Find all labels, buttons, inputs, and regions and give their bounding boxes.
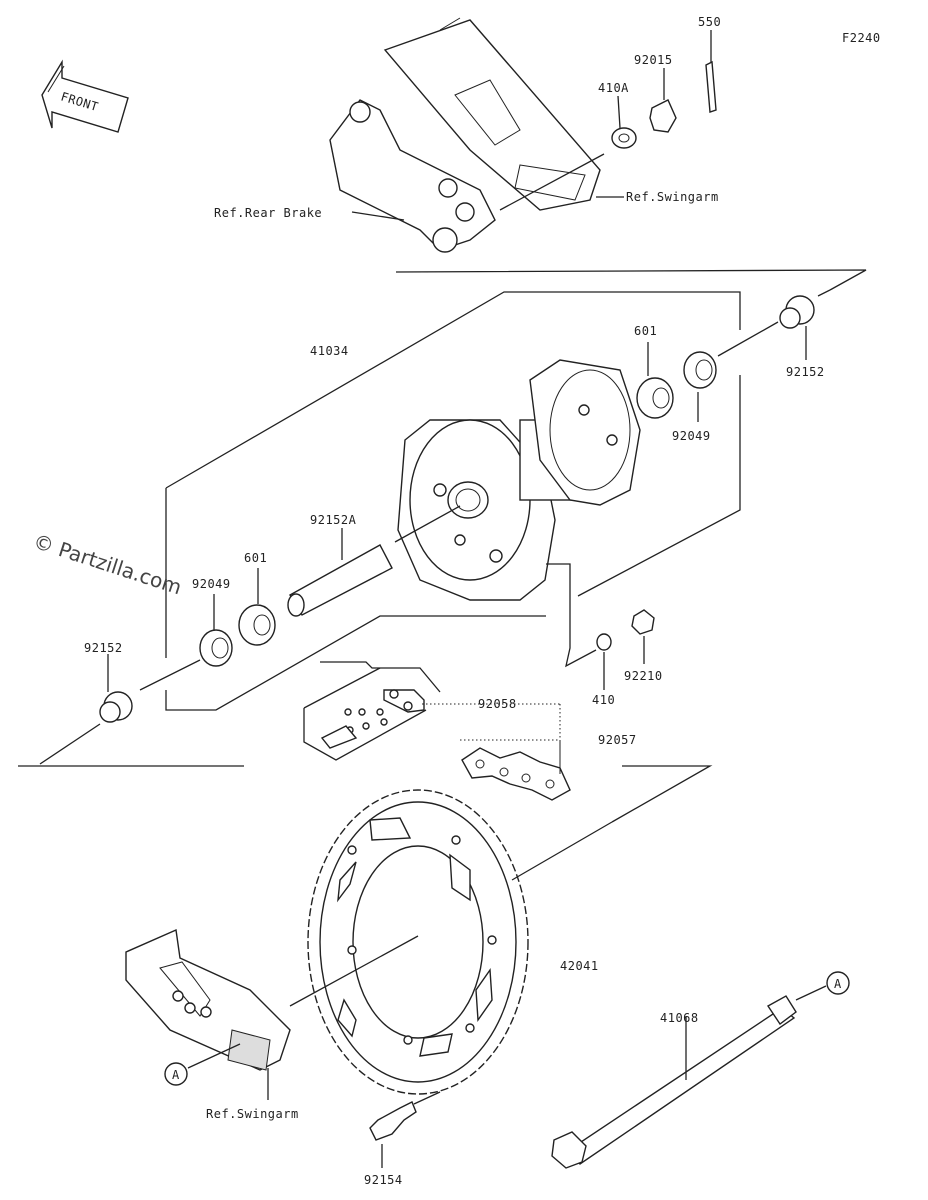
bearing-601-left-icon <box>238 568 276 646</box>
chain-joint-box <box>303 661 441 761</box>
chain-92057-icon <box>461 747 571 801</box>
axle-41068-drawing <box>551 985 827 1169</box>
callout-A-left: A <box>164 1043 241 1086</box>
seal-92049-right-icon <box>683 351 717 422</box>
nut-92015-icon <box>649 68 677 133</box>
label-601-left: 601 <box>244 551 267 565</box>
figure-code: F2240 <box>842 31 881 45</box>
svg-text:A: A <box>834 977 842 991</box>
label-41068: 41068 <box>660 1011 699 1025</box>
bolt-92154-icon <box>369 1091 441 1168</box>
label-ref-swingarm-top: Ref.Swingarm <box>626 190 719 204</box>
label-92049-left: 92049 <box>192 577 231 591</box>
label-92210: 92210 <box>624 669 663 683</box>
washer-410-icon <box>596 633 612 690</box>
swingarm-top-drawing <box>383 17 601 211</box>
bearing-601-right-icon <box>636 342 674 419</box>
chain-master-link-92058-icon <box>320 689 425 749</box>
collar-92152-right-icon <box>779 295 815 360</box>
nut-92210-icon <box>631 609 655 664</box>
front-arrow-icon: FRONT <box>41 59 129 133</box>
watermark: © Partzilla.com <box>30 529 184 600</box>
rear-hub-41034-drawing <box>397 359 641 601</box>
label-92154: 92154 <box>364 1173 403 1187</box>
cotter-pin-550-icon <box>705 30 717 113</box>
label-92152A: 92152A <box>310 513 357 527</box>
label-92058: 92058 <box>478 697 517 711</box>
callout-A-right: A <box>826 971 850 995</box>
rear-sprocket-42041-drawing <box>307 789 529 1095</box>
label-550: 550 <box>698 15 721 29</box>
washer-410A-icon <box>611 95 637 149</box>
label-92049-right: 92049 <box>672 429 711 443</box>
label-42041: 42041 <box>560 959 599 973</box>
collar-92152-left-icon <box>99 654 133 723</box>
rear-brake-bracket-drawing <box>329 99 496 253</box>
label-92057: 92057 <box>598 733 637 747</box>
label-601-right: 601 <box>634 324 657 338</box>
label-410A: 410A <box>598 81 629 95</box>
seal-92049-left-icon <box>199 594 233 667</box>
swingarm-bottom-drawing <box>125 928 291 1100</box>
label-92015: 92015 <box>634 53 673 67</box>
svg-text:A: A <box>172 1068 180 1082</box>
label-410: 410 <box>592 693 615 707</box>
label-ref-swingarm-bottom: Ref.Swingarm <box>206 1107 299 1121</box>
label-ref-rear-brake: Ref.Rear Brake <box>214 206 322 220</box>
label-92152-right: 92152 <box>786 365 825 379</box>
label-41034: 41034 <box>310 344 349 358</box>
spacer-92152A-icon <box>287 528 393 617</box>
label-92152-left: 92152 <box>84 641 123 655</box>
